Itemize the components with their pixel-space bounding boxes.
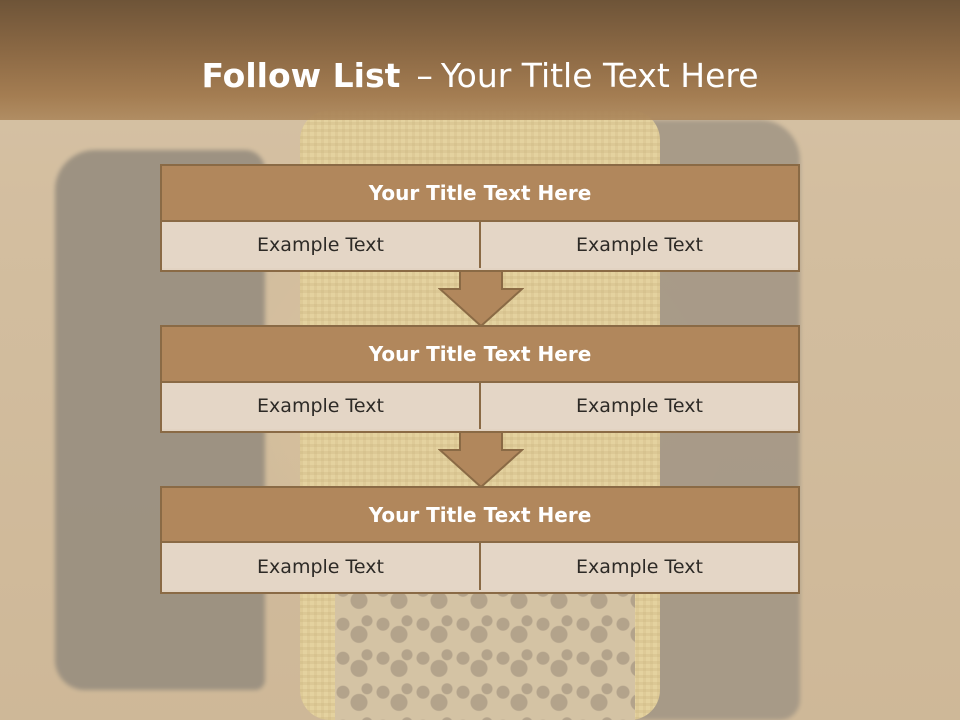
slide-title: Follow List–Your Title Text Here [0, 54, 960, 98]
background-skirt [335, 580, 635, 720]
follow-block-cell-left: Example Text [162, 222, 479, 268]
follow-block-row: Example Text Example Text [162, 383, 798, 429]
follow-block-1: Your Title Text Here Example Text Exampl… [160, 164, 800, 272]
follow-block-cell-right: Example Text [479, 222, 798, 268]
follow-block-cell-left: Example Text [162, 383, 479, 429]
down-arrow-icon [438, 271, 524, 327]
follow-block-title: Your Title Text Here [162, 166, 798, 222]
follow-block-title: Your Title Text Here [162, 327, 798, 383]
slide-title-bold: Follow List [201, 56, 401, 95]
follow-block-row: Example Text Example Text [162, 543, 798, 590]
follow-block-row: Example Text Example Text [162, 222, 798, 268]
follow-block-cell-left: Example Text [162, 543, 479, 590]
slide-title-separator: – [416, 56, 433, 95]
down-arrow-icon [438, 432, 524, 488]
slide-title-rest: Your Title Text Here [440, 56, 759, 95]
follow-block-3: Your Title Text Here Example Text Exampl… [160, 486, 800, 594]
follow-block-cell-right: Example Text [479, 543, 798, 590]
follow-block-cell-right: Example Text [479, 383, 798, 429]
follow-block-title: Your Title Text Here [162, 488, 798, 543]
title-bar: Follow List–Your Title Text Here [0, 0, 960, 120]
follow-block-2: Your Title Text Here Example Text Exampl… [160, 325, 800, 433]
